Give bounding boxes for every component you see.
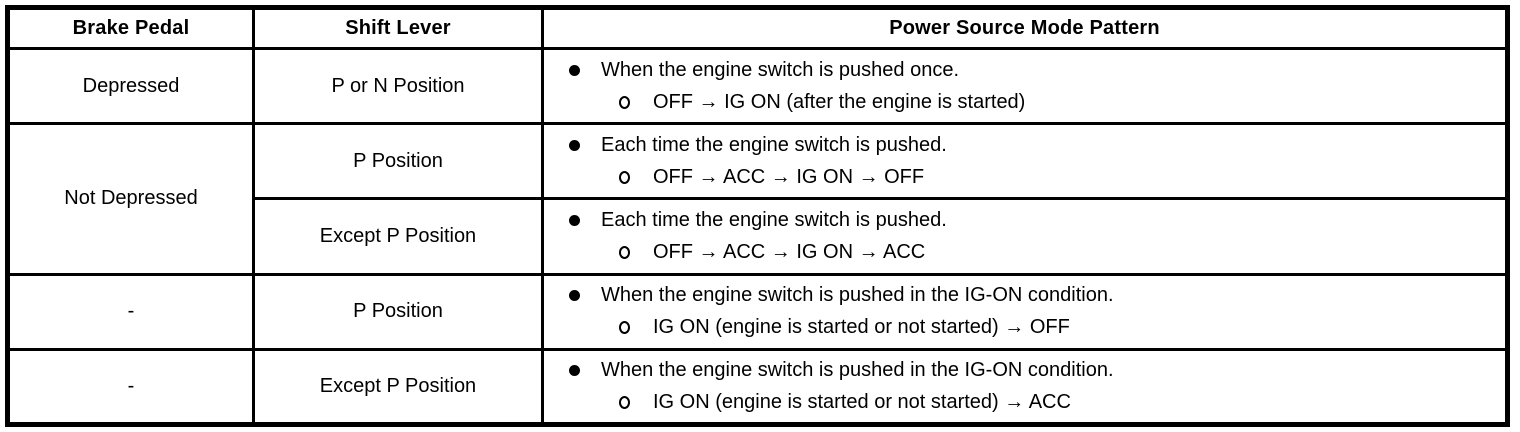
open-circle-icon: [619, 245, 630, 259]
open-circle-icon: [619, 321, 630, 335]
brake-pedal-cell: -: [6, 347, 255, 427]
brake-pedal-cell: Not Depressed: [6, 122, 255, 276]
pattern-cell: When the engine switch is pushed in the …: [541, 347, 1509, 427]
pattern-line-1: When the engine switch is pushed in the …: [569, 358, 1495, 383]
pattern-line-1-text: When the engine switch is pushed in the …: [601, 358, 1114, 381]
bullet-icon: [569, 214, 580, 226]
shift-lever-cell: P or N Position: [252, 46, 544, 126]
open-circle-icon: [619, 95, 630, 109]
bullet-icon: [569, 364, 580, 376]
pattern-line-2: OFF → ACC → IG ON → ACC: [619, 240, 1495, 265]
bullet-icon: [569, 290, 580, 302]
header-shift-lever: Shift Lever: [252, 6, 544, 50]
pattern-line-1: When the engine switch is pushed in the …: [569, 283, 1495, 308]
pattern-line-1: Each time the engine switch is pushed.: [569, 208, 1495, 233]
pattern-line-1: When the engine switch is pushed once.: [569, 58, 1495, 83]
pattern-cell: When the engine switch is pushed in the …: [541, 272, 1509, 351]
table-row: - Except P Position When the engine swit…: [6, 347, 1509, 427]
shift-lever-cell: Except P Position: [252, 347, 544, 427]
bullet-icon: [569, 139, 580, 151]
pattern-line-1-text: Each time the engine switch is pushed.: [601, 133, 947, 156]
shift-lever-cell: P Position: [252, 122, 544, 201]
pattern-line-1-text: When the engine switch is pushed once.: [601, 58, 959, 81]
brake-pedal-cell: Depressed: [6, 46, 255, 126]
table-row: Except P Position Each time the engine s…: [8, 197, 1509, 276]
header-row: Brake Pedal Shift Lever Power Source Mod…: [6, 6, 1509, 50]
pattern-line-2-text: OFF → ACC → IG ON → ACC: [653, 240, 926, 263]
pattern-line-1-text: Each time the engine switch is pushed.: [601, 208, 947, 231]
pattern-content: Each time the engine switch is pushed. O…: [544, 204, 1505, 269]
table-row: - P Position When the engine switch is p…: [6, 272, 1509, 351]
open-circle-icon: [619, 170, 630, 184]
pattern-line-2-text: OFF → ACC → IG ON → OFF: [653, 165, 925, 188]
pattern-line-2: IG ON (engine is started or not started)…: [619, 390, 1495, 415]
pattern-line-2: OFF → IG ON (after the engine is started…: [619, 90, 1495, 115]
header-brake-pedal: Brake Pedal: [6, 6, 255, 50]
pattern-cell: When the engine switch is pushed once. O…: [541, 46, 1509, 126]
header-power-source-mode-pattern: Power Source Mode Pattern: [541, 6, 1509, 50]
table-row: Not Depressed P Position Each time the e…: [6, 122, 1509, 276]
pattern-content: When the engine switch is pushed in the …: [544, 354, 1505, 419]
pattern-content: Each time the engine switch is pushed. O…: [544, 129, 1505, 194]
power-source-mode-table: Brake Pedal Shift Lever Power Source Mod…: [5, 5, 1510, 427]
table-row: Depressed P or N Position When the engin…: [6, 46, 1509, 126]
bullet-icon: [569, 64, 580, 76]
pattern-line-2-text: IG ON (engine is started or not started)…: [653, 316, 1070, 339]
open-circle-icon: [619, 395, 630, 409]
pattern-line-2-text: IG ON (engine is started or not started)…: [653, 390, 1071, 413]
pattern-content: When the engine switch is pushed in the …: [544, 279, 1505, 344]
pattern-cell: Each time the engine switch is pushed. O…: [541, 122, 1509, 201]
pattern-line-2: IG ON (engine is started or not started)…: [619, 315, 1495, 340]
pattern-line-1-text: When the engine switch is pushed in the …: [601, 284, 1114, 307]
pattern-content: When the engine switch is pushed once. O…: [544, 54, 1505, 119]
pattern-line-2-text: OFF → IG ON (after the engine is started…: [653, 90, 1026, 113]
shift-lever-cell: P Position: [252, 272, 544, 351]
shift-lever-cell: Except P Position: [252, 197, 544, 276]
pattern-line-1: Each time the engine switch is pushed.: [569, 133, 1495, 158]
pattern-cell: Each time the engine switch is pushed. O…: [541, 197, 1509, 276]
brake-pedal-cell: -: [6, 272, 255, 351]
pattern-line-2: OFF → ACC → IG ON → OFF: [619, 165, 1495, 190]
